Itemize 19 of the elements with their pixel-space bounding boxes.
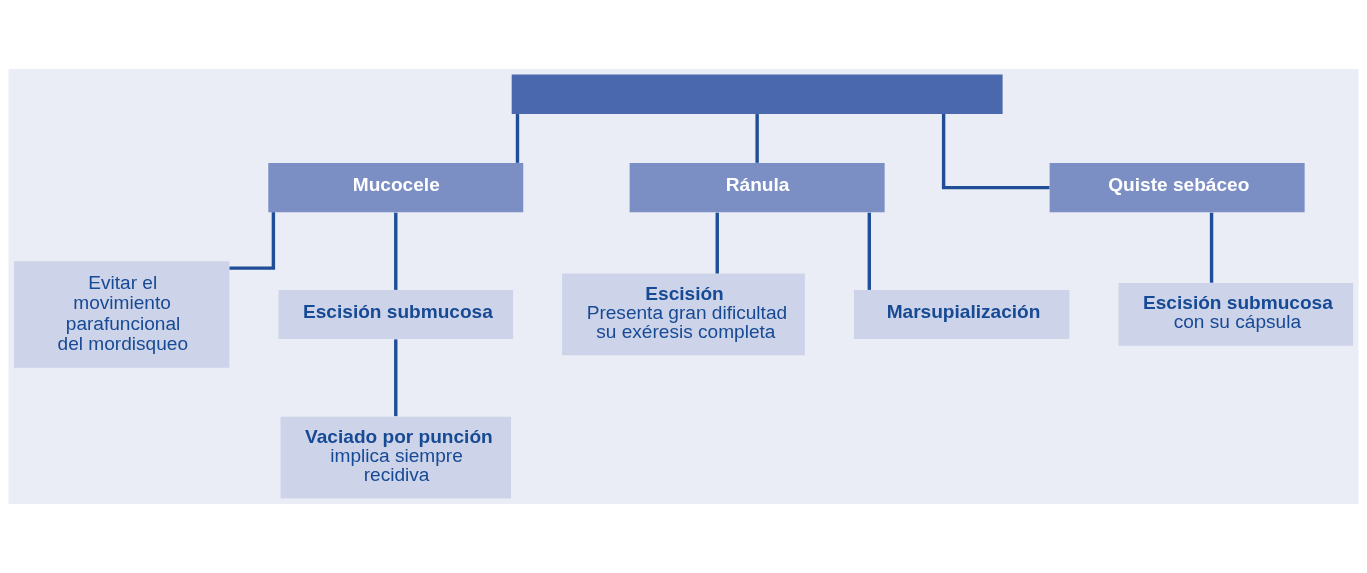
- connector: [867, 212, 871, 290]
- connector: [229, 212, 276, 270]
- connector: [755, 114, 759, 163]
- connector: [394, 339, 398, 417]
- node-box: Evitar el movimiento parafuncional del mordisqueo: [13, 261, 230, 368]
- node-box: Quiste sebáceo: [1049, 163, 1305, 213]
- connector: [394, 212, 398, 290]
- connector: [941, 114, 1050, 190]
- node-box: Mucocele: [268, 163, 524, 213]
- connector: [1209, 212, 1214, 283]
- node-box: Ránula: [629, 163, 885, 213]
- node-box: Marsupialización: [853, 289, 1070, 339]
- connector: [515, 114, 520, 163]
- node-box: Escisión submucosa con su cápsula: [1118, 283, 1354, 346]
- connector: [715, 212, 719, 274]
- node-box: Escisión submucosa: [278, 289, 514, 339]
- node-box: [511, 74, 1003, 114]
- node-box: Vaciado por punción implica siempre recidiva: [280, 416, 511, 499]
- node-box: Escisión Presenta gran dificultad su exéresis completa: [562, 273, 805, 356]
